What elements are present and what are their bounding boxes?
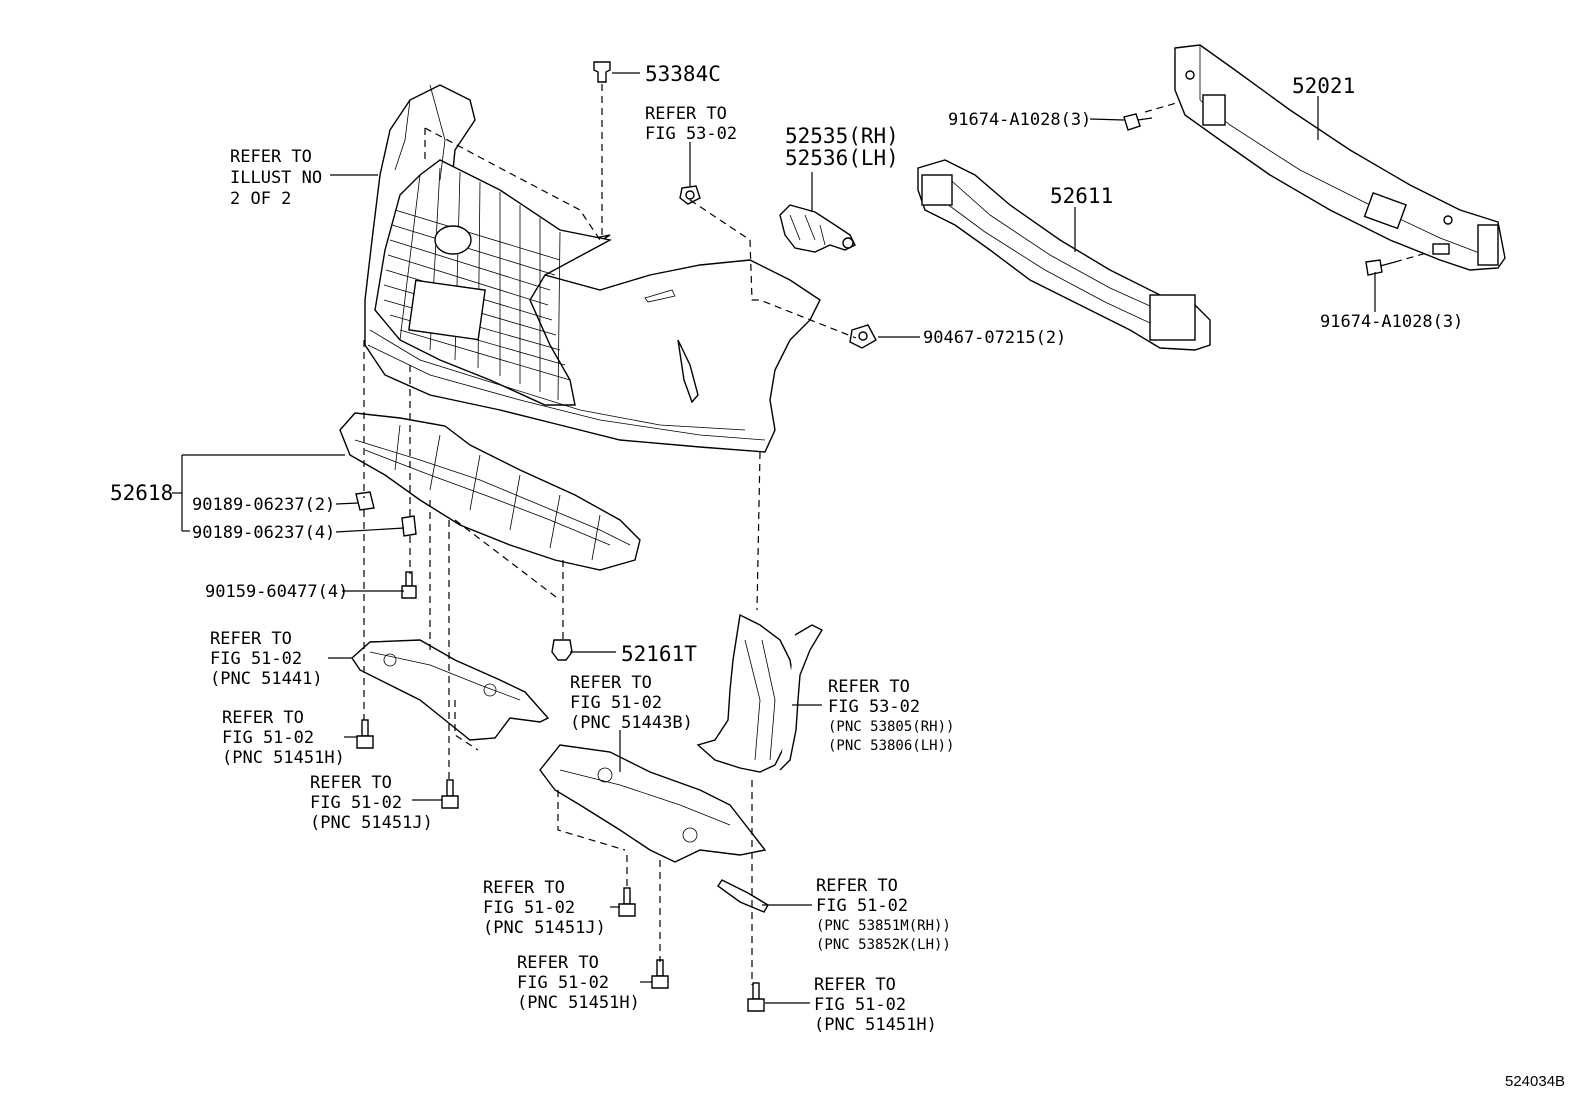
seal-53851m-drawing — [717, 879, 769, 913]
label-52536: 52536(LH) — [785, 146, 899, 170]
clip-52161t-icon — [551, 639, 573, 661]
label-refer-51451h-c-line1: REFER TO — [814, 975, 896, 995]
bumper-cover-drawing — [364, 84, 821, 453]
label-refer-51443b-line3: (PNC 51443B) — [570, 713, 693, 733]
label-refer-51441-line3: (PNC 51441) — [210, 669, 323, 689]
label-refer-53-02-right-line4: (PNC 53806(LH)) — [828, 738, 954, 754]
label-52535: 52535(RH) — [785, 124, 899, 148]
label-refer-53-02-right-line1: REFER TO — [828, 677, 910, 697]
label-refer-51451h-c: REFER TO FIG 51-02 (PNC 51451H) — [814, 975, 937, 1035]
bolt-91674-top-icon — [1123, 113, 1153, 131]
label-refer-51451h-a-line3: (PNC 51451H) — [222, 748, 345, 768]
label-refer-53851-line3: (PNC 53851M(RH)) — [816, 918, 951, 934]
undercover-51443b-drawing — [539, 744, 767, 863]
fender-liner-53805-drawing — [696, 613, 823, 773]
label-refer-51451h-b-line3: (PNC 51451H) — [517, 993, 640, 1013]
reinforcement-52021-drawing — [1174, 44, 1506, 271]
clip-53384c-icon — [593, 61, 611, 83]
label-53384c: 53384C — [645, 62, 721, 86]
label-90189-b: 90189-06237(4) — [192, 523, 335, 543]
label-refer-51441-line2: FIG 51-02 — [210, 649, 302, 669]
bolt-91674-right-icon — [1365, 259, 1396, 276]
bolt-90159-icon — [401, 571, 417, 599]
label-refer-51451j-a-line1: REFER TO — [310, 773, 392, 793]
label-52618: 52618 — [110, 481, 173, 505]
label-refer-51451j-b-line2: FIG 51-02 — [483, 898, 575, 918]
label-refer-51451h-b-line1: REFER TO — [517, 953, 599, 973]
label-refer-illust: REFER TO ILLUST NO 2 OF 2 — [230, 147, 322, 209]
label-refer-51441-line1: REFER TO — [210, 629, 292, 649]
label-91674-top: 91674-A1028(3) — [948, 110, 1091, 130]
label-refer-53851-line2: FIG 51-02 — [816, 896, 908, 916]
figure-code: 524034B — [1505, 1073, 1565, 1090]
label-refer-53-02-top-line1: REFER TO — [645, 104, 727, 124]
bracket-52535-drawing — [779, 204, 856, 253]
label-refer-51451h-a-line1: REFER TO — [222, 708, 304, 728]
undercover-51441-drawing — [351, 639, 550, 741]
label-refer-53851: REFER TO FIG 51-02 (PNC 53851M(RH)) (PNC… — [816, 876, 951, 953]
label-refer-53-02-top-line2: FIG 53-02 — [645, 124, 737, 144]
bolt-51451j-a-icon — [441, 779, 459, 809]
label-refer-51443b-line1: REFER TO — [570, 673, 652, 693]
label-refer-51451j-a: REFER TO FIG 51-02 (PNC 51451J) — [310, 773, 433, 833]
bolt-51451h-c-icon — [747, 982, 765, 1012]
bolt-51451h-b-icon — [651, 959, 669, 989]
label-refer-51451j-a-line2: FIG 51-02 — [310, 793, 402, 813]
label-refer-51451h-a-line2: FIG 51-02 — [222, 728, 314, 748]
label-refer-51441: REFER TO FIG 51-02 (PNC 51441) — [210, 629, 323, 689]
bolt-51451j-b-icon — [618, 887, 636, 917]
label-refer-53-02-right: REFER TO FIG 53-02 (PNC 53805(RH)) (PNC … — [828, 677, 954, 754]
leader-lines — [172, 72, 1376, 1004]
label-refer-51451h-a: REFER TO FIG 51-02 (PNC 51451H) — [222, 708, 345, 768]
bolt-51451h-a-icon — [356, 719, 374, 749]
label-refer-51451j-a-line3: (PNC 51451J) — [310, 813, 433, 833]
nut-90189-b-icon — [401, 515, 417, 537]
label-refer-51451h-b-line2: FIG 51-02 — [517, 973, 609, 993]
label-52161t: 52161T — [621, 642, 697, 666]
assembly-dashed-lines — [363, 84, 1431, 985]
label-52021: 52021 — [1292, 74, 1355, 98]
label-91674-right: 91674-A1028(3) — [1320, 312, 1463, 332]
label-90159: 90159-60477(4) — [205, 582, 348, 602]
label-refer-51451j-b-line3: (PNC 51451J) — [483, 918, 606, 938]
label-refer-51451h-c-line3: (PNC 51451H) — [814, 1015, 937, 1035]
label-refer-53-02-right-line3: (PNC 53805(RH)) — [828, 719, 954, 735]
label-refer-53-02-top: REFER TO FIG 53-02 — [645, 104, 737, 144]
label-90467: 90467-07215(2) — [923, 328, 1066, 348]
label-refer-53-02-right-line2: FIG 53-02 — [828, 697, 920, 717]
label-90189-a: 90189-06237(2) — [192, 495, 335, 515]
clip-90467-icon — [849, 324, 877, 349]
label-refer-51451h-c-line2: FIG 51-02 — [814, 995, 906, 1015]
nut-90189-a-icon — [355, 491, 375, 511]
label-refer-51451h-b: REFER TO FIG 51-02 (PNC 51451H) — [517, 953, 640, 1013]
label-refer-illust-line3: 2 OF 2 — [230, 189, 291, 209]
undercover-52618-drawing — [339, 412, 641, 571]
label-refer-illust-line1: REFER TO — [230, 147, 312, 167]
label-refer-53851-line1: REFER TO — [816, 876, 898, 896]
label-refer-51451j-b-line1: REFER TO — [483, 878, 565, 898]
label-refer-51451j-b: REFER TO FIG 51-02 (PNC 51451J) — [483, 878, 606, 938]
absorber-52611-drawing — [917, 159, 1211, 351]
label-refer-illust-line2: ILLUST NO — [230, 168, 322, 188]
label-refer-51443b: REFER TO FIG 51-02 (PNC 51443B) — [570, 673, 693, 733]
label-refer-53851-line4: (PNC 53852K(LH)) — [816, 937, 951, 953]
label-refer-51443b-line2: FIG 51-02 — [570, 693, 662, 713]
clip-top-icon — [679, 185, 701, 205]
label-52611: 52611 — [1050, 184, 1113, 208]
